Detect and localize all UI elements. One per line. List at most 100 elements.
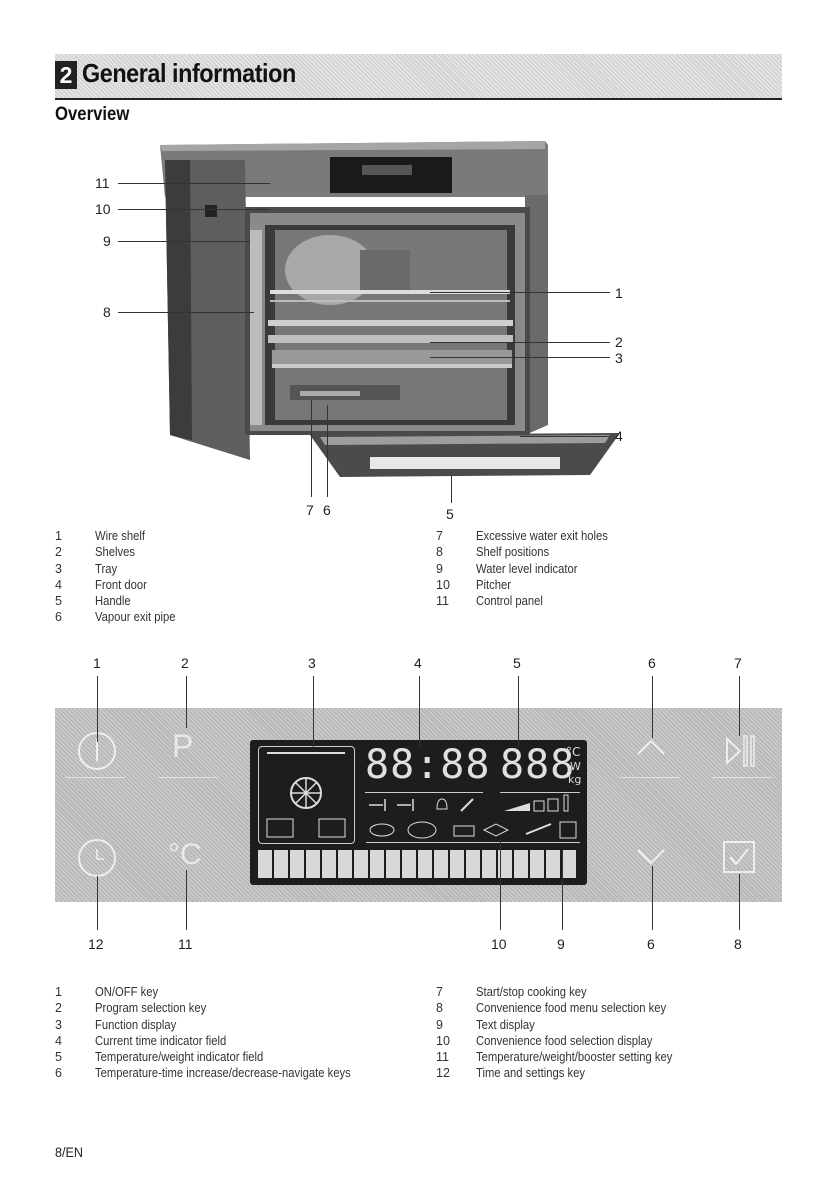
panel-callout-2: 2 xyxy=(181,655,189,671)
unit-kg: kg xyxy=(568,773,582,786)
leader-line xyxy=(186,676,187,728)
callout-4: 4 xyxy=(615,428,623,444)
leader-line xyxy=(118,209,270,210)
page-number: 8/EN xyxy=(55,1144,84,1160)
leader-line xyxy=(118,183,270,184)
leader-line xyxy=(451,475,452,503)
convenience-menu-key[interactable] xyxy=(722,840,756,879)
callout-3: 3 xyxy=(615,350,623,366)
panel-callout-9: 9 xyxy=(557,936,565,952)
leader-line xyxy=(739,676,740,736)
bell-icon xyxy=(369,798,474,812)
callout-1: 1 xyxy=(615,285,623,301)
chevron-up-icon xyxy=(637,739,665,755)
leader-line xyxy=(739,874,740,930)
power-icon xyxy=(96,739,98,761)
level-indicator xyxy=(500,792,580,815)
callout-5: 5 xyxy=(446,506,454,522)
program-key[interactable]: P xyxy=(172,728,194,764)
function-display xyxy=(258,746,355,844)
panel-callout-4: 4 xyxy=(414,655,422,671)
leader-line xyxy=(518,676,519,748)
play-pause-icon xyxy=(726,735,755,767)
leader-line xyxy=(118,241,250,242)
panel-callout-6: 6 xyxy=(648,655,656,671)
panel-callout-3: 3 xyxy=(308,655,316,671)
leader-line xyxy=(430,357,610,358)
oven-illustration xyxy=(160,141,620,477)
leader-line xyxy=(97,876,98,930)
convenience-food-display xyxy=(366,818,580,843)
divider xyxy=(65,777,125,778)
temperature-key[interactable]: °C xyxy=(168,838,202,871)
overview-heading: Overview xyxy=(55,104,130,125)
divider xyxy=(712,777,772,778)
leader-line xyxy=(327,405,328,497)
leader-line xyxy=(520,436,610,437)
start-stop-key[interactable] xyxy=(724,733,758,774)
section-header-band xyxy=(55,54,782,100)
section-number: 2 xyxy=(55,61,77,89)
leader-line xyxy=(118,312,254,313)
leader-line xyxy=(500,840,501,930)
leader-line xyxy=(652,866,653,930)
power-level-icon xyxy=(504,794,569,812)
leader-line xyxy=(186,870,187,930)
leader-line xyxy=(97,676,98,742)
increase-key[interactable] xyxy=(636,738,666,761)
checkbox-icon xyxy=(723,841,755,873)
leader-line xyxy=(652,676,653,738)
fan-icon xyxy=(266,752,346,838)
panel-callout-6b: 6 xyxy=(647,936,655,952)
panel-callout-1: 1 xyxy=(93,655,101,671)
unit-celsius: °C xyxy=(566,745,581,759)
leader-line xyxy=(313,676,314,748)
callout-10: 10 xyxy=(95,201,111,217)
divider xyxy=(158,777,218,778)
leader-line xyxy=(311,400,312,497)
leader-line xyxy=(430,342,610,343)
panel-callout-5: 5 xyxy=(513,655,521,671)
temperature-readout: 888 xyxy=(500,742,576,788)
callout-8: 8 xyxy=(103,304,111,320)
decrease-key[interactable] xyxy=(636,848,666,871)
clock-icon xyxy=(96,849,104,860)
leader-line xyxy=(430,292,610,293)
time-indicator-icons xyxy=(365,792,483,815)
callout-11: 11 xyxy=(95,175,110,191)
panel-callout-12: 12 xyxy=(88,936,104,952)
unit-watt: W xyxy=(570,760,581,773)
leader-line xyxy=(419,676,420,748)
time-settings-key[interactable] xyxy=(78,839,116,877)
food-icons xyxy=(369,821,577,839)
chevron-down-icon xyxy=(637,849,665,865)
callout-6: 6 xyxy=(323,502,331,518)
panel-callout-10: 10 xyxy=(491,936,507,952)
callout-7: 7 xyxy=(306,502,314,518)
